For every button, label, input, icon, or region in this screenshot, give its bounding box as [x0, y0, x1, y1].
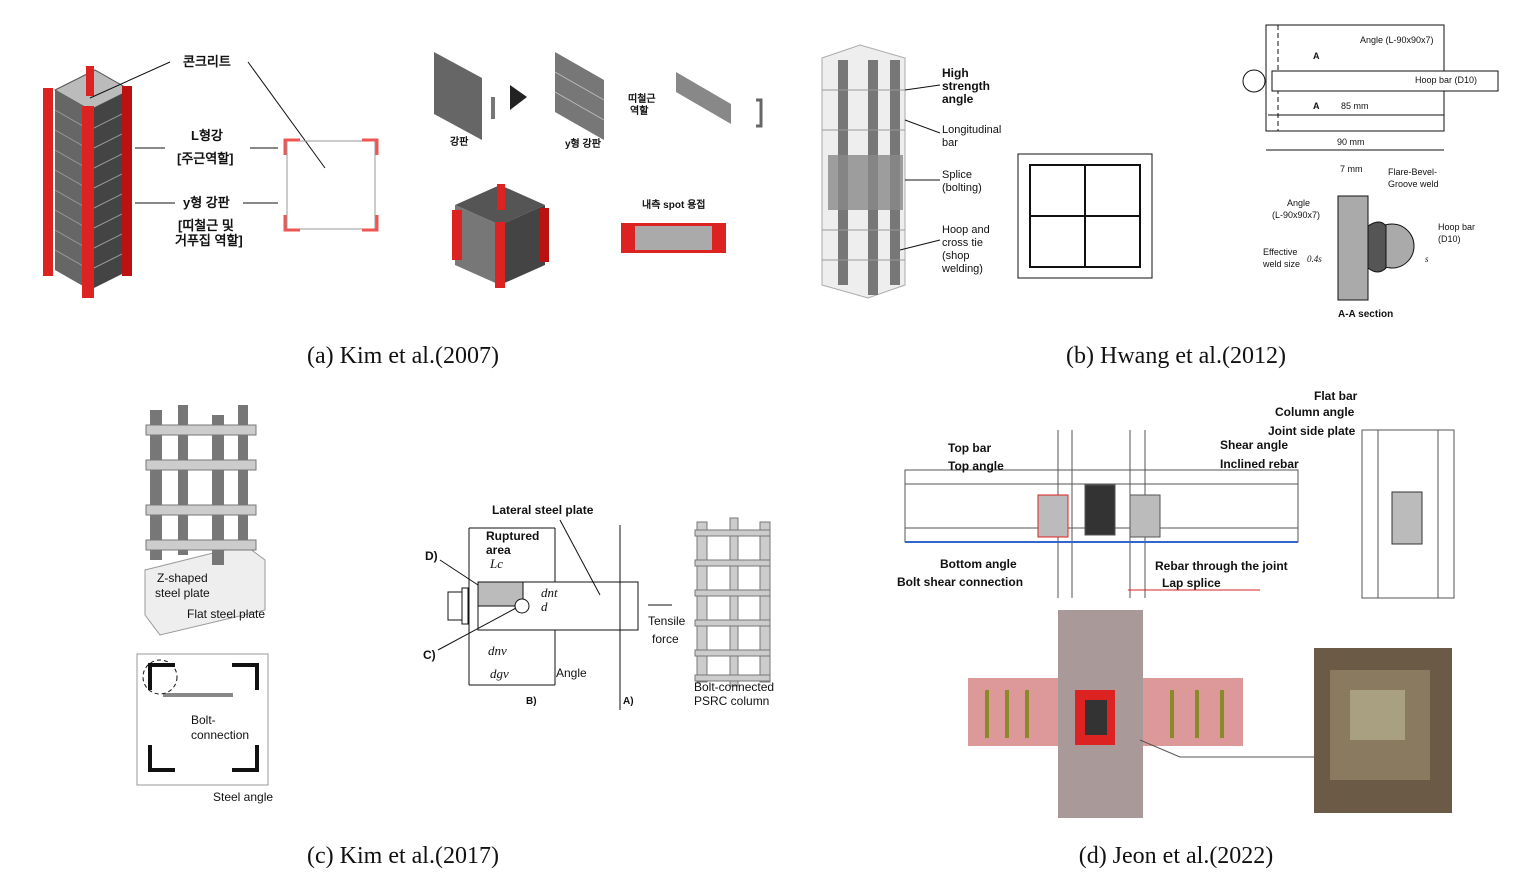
- label-dnt: dnt: [541, 585, 558, 600]
- label-dim-7: 7 mm: [1340, 164, 1363, 174]
- kim2017-psrc-column: [694, 517, 771, 687]
- label-joint-side-plate: Joint side plate: [1268, 424, 1356, 438]
- label-tensile-1: Tensile: [648, 614, 686, 628]
- kim2017-column-3d: [144, 405, 266, 636]
- hwang2012-section: [1017, 153, 1153, 279]
- label-tensile-2: force: [652, 632, 679, 646]
- label-y-plate: y형 강판: [183, 195, 230, 210]
- label-top-bar: Top bar: [948, 441, 992, 455]
- label-angle-top: Angle (L-90x90x7): [1360, 35, 1434, 45]
- label-effective-1: Effective: [1263, 247, 1298, 257]
- label-l-angle: L형강: [191, 128, 223, 143]
- label-flat-bar: Flat bar: [1314, 389, 1358, 403]
- label-steel-plate: 강판: [450, 137, 469, 148]
- label-column-angle: Column angle: [1275, 405, 1355, 419]
- hwang2012-leaders: [899, 84, 941, 251]
- hwang2012-weld-detail: [1242, 24, 1499, 301]
- label-hoop-bar-2: Hoop bar: [1438, 222, 1476, 232]
- label-hsa-3: angle: [942, 92, 974, 106]
- label-hoop-4: welding): [942, 263, 983, 275]
- label-bottom-angle: Bottom angle: [940, 557, 1017, 571]
- label-bolt-shear: Bolt shear connection: [897, 575, 1024, 589]
- caption-d: (d) Jeon et al.(2022): [1078, 843, 1274, 869]
- label-d: d: [541, 599, 548, 614]
- label-effective-2: weld size: [1263, 259, 1301, 269]
- label-hoop-bar: Hoop bar (D10): [1415, 75, 1478, 85]
- label-psrc-1: Bolt-connected: [694, 680, 775, 694]
- label-hoop-3: (shop: [942, 250, 970, 262]
- label-aa-section: A-A section: [1338, 309, 1394, 320]
- kim2007-section: [283, 138, 379, 232]
- label-top-angle: Top angle: [948, 459, 1004, 473]
- label-shear-angle: Shear angle: [1220, 438, 1289, 452]
- label-section-a-top: A: [1313, 51, 1320, 61]
- jeon2022-joint-side: [1361, 429, 1455, 599]
- hwang2012-column-3d: [821, 44, 906, 299]
- kim2017-section: [136, 653, 269, 786]
- label-dnv: dnv: [488, 643, 507, 658]
- label-tie-2: 역할: [630, 106, 649, 117]
- label-rebar-through: Rebar through the joint: [1155, 559, 1288, 573]
- label-lc: Lc: [490, 556, 503, 571]
- label-d-upper: D): [425, 549, 438, 563]
- label-b: B): [526, 696, 537, 707]
- label-long-1: Longitudinal: [942, 124, 1002, 136]
- label-s: s: [1425, 254, 1429, 264]
- label-effective-value: 0.4s: [1307, 254, 1322, 264]
- label-splice-1: Splice: [942, 169, 972, 181]
- caption-c: (c) Kim et al.(2017): [307, 843, 499, 869]
- label-angle: Angle: [556, 666, 587, 680]
- jeon2022-3d-model: [968, 610, 1243, 818]
- label-z-shaped-1: Z-shaped: [157, 571, 208, 585]
- label-lap-splice: Lap splice: [1162, 576, 1221, 590]
- label-long-2: bar: [942, 137, 958, 149]
- label-y-plate-2: y형 강판: [565, 139, 601, 150]
- kim2017-bolt-detail: [437, 519, 672, 710]
- caption-b: (b) Hwang et al.(2012): [1066, 343, 1286, 369]
- kim2007-column-3d: [43, 66, 132, 298]
- label-splice-2: (bolting): [942, 182, 982, 194]
- label-lateral-plate: Lateral steel plate: [492, 503, 594, 517]
- label-hsa-1: High: [942, 66, 969, 80]
- label-flat-plate: Flat steel plate: [187, 607, 266, 621]
- label-c: C): [423, 648, 436, 662]
- label-hsa-2: strength: [942, 79, 990, 93]
- label-tie-1: 띠철근: [628, 94, 656, 105]
- label-hoop-1: Hoop and: [942, 224, 990, 236]
- label-bolt-1: Bolt-: [191, 713, 216, 727]
- kim2007-fabrication: [434, 52, 763, 288]
- label-angle-2: (L-90x90x7): [1272, 210, 1321, 220]
- label-angle-1: Angle: [1287, 198, 1311, 208]
- label-hoop-2: cross tie: [942, 237, 983, 249]
- jeon2022-joint-elevation: [904, 430, 1299, 598]
- label-weld-2: Groove weld: [1388, 179, 1439, 189]
- caption-a: (a) Kim et al.(2007): [307, 343, 499, 369]
- label-hoop-d10: (D10): [1438, 234, 1461, 244]
- label-spot-weld: 내측 spot 용접: [642, 200, 706, 211]
- label-tie-role-1: [띠철근 및: [178, 218, 234, 233]
- label-dim-90: 90 mm: [1337, 137, 1365, 147]
- jeon2022-photo: [1139, 648, 1452, 813]
- label-psrc-2: PSRC column: [694, 694, 770, 708]
- label-steel-angle: Steel angle: [213, 790, 274, 804]
- label-a: A): [623, 696, 634, 707]
- label-z-shaped-2: steel plate: [155, 586, 210, 600]
- kim2007-leaders: [89, 61, 326, 204]
- label-concrete: 콘크리트: [183, 54, 231, 69]
- label-dgv: dgv: [490, 666, 509, 681]
- label-tie-role-2: 거푸집 역할]: [175, 233, 243, 248]
- label-section-a-bottom: A: [1313, 101, 1320, 111]
- label-bolt-2: connection: [191, 728, 250, 742]
- label-dim-85: 85 mm: [1341, 101, 1369, 111]
- label-inclined-rebar: Inclined rebar: [1220, 457, 1299, 471]
- label-ruptured-2: area: [486, 543, 511, 557]
- label-main-bar-role: [주근역할]: [177, 151, 234, 166]
- label-ruptured-1: Ruptured: [486, 529, 540, 543]
- label-weld-1: Flare-Bevel-: [1388, 167, 1438, 177]
